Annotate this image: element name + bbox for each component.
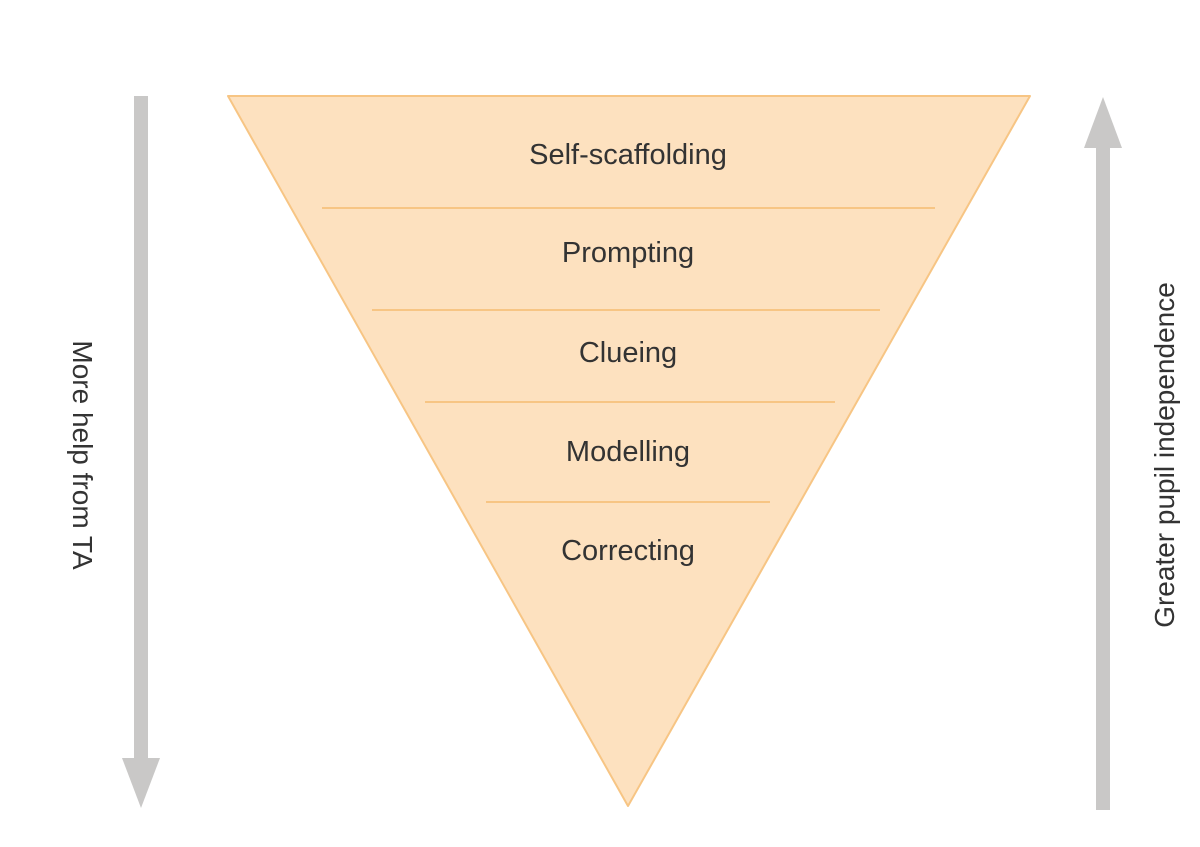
left-arrow-label: More help from TA [67, 340, 98, 570]
inverted-pyramid [227, 95, 1031, 807]
level-clueing: Clueing [578, 337, 678, 369]
level-self-scaffolding: Self-scaffolding [529, 139, 727, 171]
level-modelling: Modelling [565, 436, 691, 468]
down-arrow-icon [122, 96, 160, 808]
level-prompting: Prompting [561, 237, 695, 269]
up-arrow-icon [1084, 97, 1122, 810]
level-correcting: Correcting [561, 535, 695, 567]
right-arrow-label: Greater pupil independence [1149, 282, 1180, 628]
